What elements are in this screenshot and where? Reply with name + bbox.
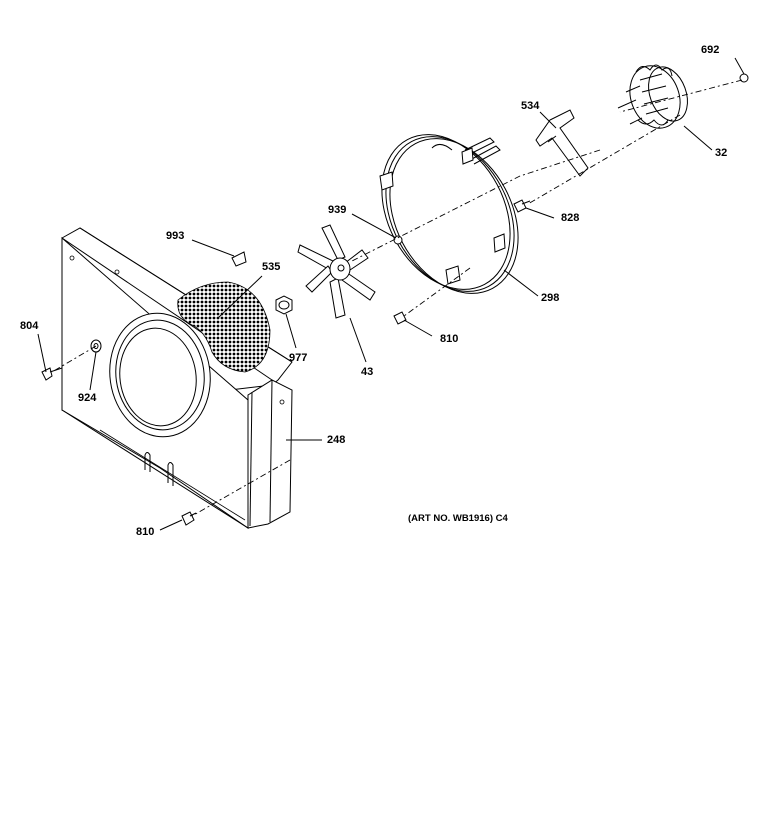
heating-element-ring: [379, 134, 519, 294]
screw-804: [41, 367, 63, 381]
screw-828: [513, 199, 531, 213]
label-43: 43: [361, 366, 374, 378]
label-535: 535: [262, 261, 281, 273]
fan-blade: [297, 224, 376, 319]
label-298: 298: [541, 292, 560, 304]
label-810-middle: 810: [440, 333, 459, 345]
bracket-534: [535, 109, 589, 177]
label-828: 828: [561, 212, 580, 224]
mesh-screen: [177, 281, 271, 373]
assembly-axis-lines: [51, 79, 743, 517]
nut-977: [275, 295, 293, 315]
leader-lines: [37, 57, 745, 531]
label-804: 804: [20, 320, 39, 332]
screw-810-bottom: [181, 511, 197, 526]
label-939: 939: [328, 204, 347, 216]
screw-810-middle: [393, 311, 407, 325]
label-534: 534: [521, 100, 540, 112]
label-248: 248: [327, 434, 346, 446]
clip-993: [231, 251, 247, 267]
label-993: 993: [166, 230, 185, 242]
motor-32: [617, 64, 688, 129]
label-924: 924: [78, 392, 97, 404]
label-32: 32: [715, 147, 728, 159]
label-977: 977: [289, 352, 308, 364]
label-810-bottom: 810: [136, 526, 155, 538]
label-692: 692: [701, 44, 720, 56]
screw-692: [739, 73, 749, 83]
panel-opening-ring: [109, 312, 211, 438]
art-number-note: (ART NO. WB1916) C4: [408, 513, 508, 524]
